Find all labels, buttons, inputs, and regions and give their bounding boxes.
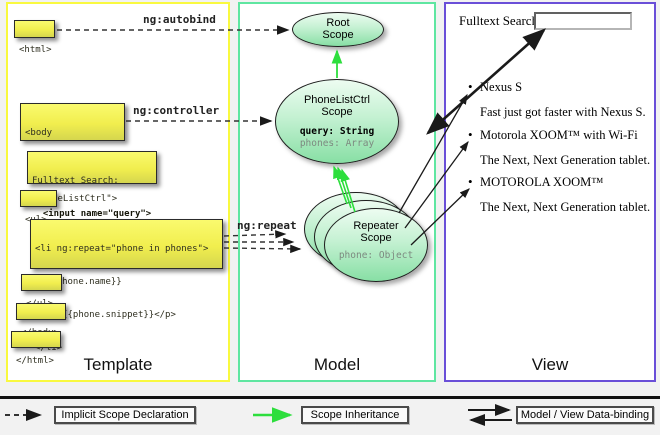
ng-repeat-label: ng:repeat <box>237 219 297 232</box>
code-html-open: <html> <box>14 20 55 55</box>
phonelistctrl-scope-ellipse: PhoneListCtrl Scope query: String phones… <box>275 79 399 164</box>
legend-implicit-scope: Implicit Scope Declaration <box>54 406 196 424</box>
legend-scope-inheritance: Scope Inheritance <box>301 406 409 424</box>
root-scope-ellipse: Root Scope <box>292 12 384 47</box>
phones-property: phones: Array <box>299 138 375 149</box>
legend-data-binding: Model / View Data-binding <box>516 406 654 424</box>
code-ul-close: </ul> <box>21 274 62 309</box>
view-column-label: View <box>531 355 569 374</box>
model-column-label: Model <box>313 355 361 374</box>
code-ul-open: <ul> <box>20 190 57 225</box>
ng-autobind-label: ng:autobind <box>143 13 216 26</box>
repeater-scope-ellipse: Repeater Scope phone: Object <box>324 208 428 282</box>
legend-separator <box>0 396 660 399</box>
ng-controller-label: ng:controller <box>133 104 220 117</box>
code-html-close: </html> <box>11 331 61 366</box>
bullet-icon: • <box>468 127 473 142</box>
code-li-repeat: <li ng:repeat="phone in phones"> {{phone… <box>30 219 223 353</box>
fulltext-search-label: Fulltext Search: <box>459 13 542 28</box>
view-item-nexus: •Nexus S Fast just got faster with Nexus… <box>468 79 646 119</box>
view-item-xoom: •MOTOROLA XOOM™ The Next, Next Generatio… <box>468 174 651 214</box>
template-column-label: Template <box>83 355 153 374</box>
view-item-xoom-wifi: •Motorola XOOM™ with Wi-Fi The Next, Nex… <box>468 127 651 167</box>
model-column: Model <box>238 2 436 382</box>
fulltext-search-input[interactable] <box>534 12 632 30</box>
code-body-close: </body> <box>16 303 66 338</box>
code-fulltext-input: Fulltext Search: <input name="query"> <box>27 151 157 219</box>
phone-property: phone: Object <box>338 250 414 261</box>
bullet-icon: • <box>468 79 473 94</box>
bullet-icon: • <box>468 174 473 189</box>
code-body-open: <body ng:controller= "PhoneListCtrl"> <box>20 103 125 204</box>
query-property: query: String <box>299 126 375 137</box>
